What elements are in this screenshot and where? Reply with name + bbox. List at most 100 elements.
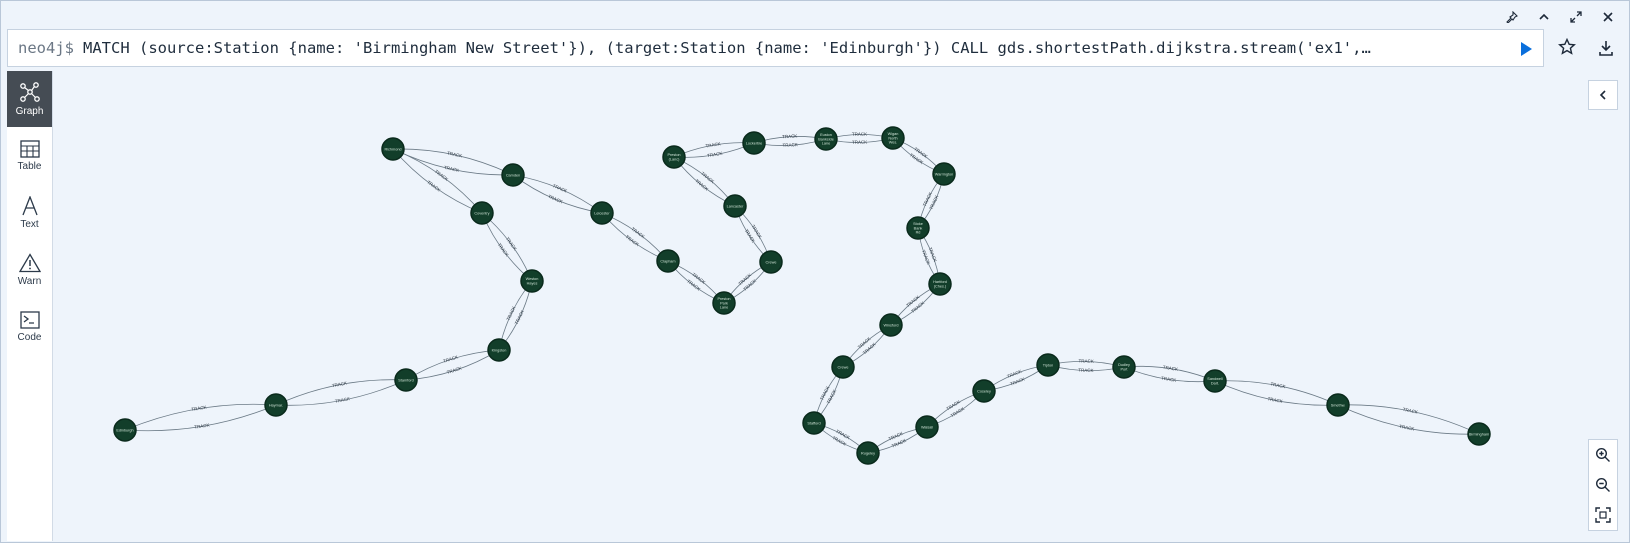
play-icon <box>1521 42 1532 56</box>
download-button[interactable] <box>1596 38 1618 60</box>
station-node[interactable]: Stamford <box>394 368 418 392</box>
station-node[interactable]: Lancaster <box>723 194 747 218</box>
relationship-track[interactable] <box>1337 404 1480 435</box>
collapse-up-icon[interactable] <box>1528 8 1560 26</box>
station-node[interactable]: Warrington <box>932 162 956 186</box>
relationship-label: TRACK <box>782 142 798 148</box>
station-node[interactable]: Crewe <box>831 355 855 379</box>
station-node-label: Lockerbie <box>746 141 762 145</box>
relationship-track[interactable] <box>601 212 669 262</box>
relationship-track[interactable] <box>124 403 277 431</box>
relationship-label: TRACK <box>497 242 510 257</box>
station-node[interactable]: Crewe <box>759 250 783 274</box>
relationship-track[interactable] <box>405 349 500 381</box>
view-sidebar: Graph Table Text Warn Code <box>7 71 53 541</box>
fullscreen-icon[interactable] <box>1560 8 1592 26</box>
station-node[interactable]: Rugeley <box>856 441 880 465</box>
graph-canvas[interactable]: TRACK TRACK TRACK TRACK TRACK TRACK TRACK TRACK… <box>53 71 1573 541</box>
relationship-track[interactable] <box>601 212 669 262</box>
close-icon[interactable] <box>1592 8 1624 26</box>
relationship-track[interactable] <box>405 349 500 381</box>
star-icon <box>1558 37 1576 55</box>
relationship-label: TRACK <box>819 385 830 401</box>
relationship-track[interactable] <box>1337 404 1480 435</box>
relationship-label: TRACK <box>831 435 847 447</box>
station-node[interactable]: Richmond <box>381 137 405 161</box>
table-icon <box>19 140 40 158</box>
query-text[interactable]: MATCH (source:Station {name: 'Birmingham… <box>83 39 1371 57</box>
tab-text[interactable]: Text <box>7 185 52 241</box>
station-node[interactable]: Birmingham <box>1467 422 1491 446</box>
station-node-label: Preston(Lanc) <box>667 153 680 161</box>
relationship-label: TRACK <box>334 396 350 404</box>
warning-icon <box>18 253 41 273</box>
relationship-label: TRACK <box>443 354 459 363</box>
relationship-label: TRACK <box>705 141 721 149</box>
tab-table[interactable]: Table <box>7 128 52 184</box>
relationship-track[interactable] <box>1214 380 1339 406</box>
relationship-label: TRACK <box>547 194 563 205</box>
relationship-track[interactable] <box>512 174 603 214</box>
station-node[interactable]: Coseley <box>972 379 996 403</box>
tab-warn[interactable]: Warn <box>7 242 52 298</box>
station-node[interactable]: Leicester <box>590 201 614 225</box>
relationship-track[interactable] <box>392 148 514 176</box>
relationship-track[interactable] <box>275 379 407 406</box>
station-node[interactable]: Hartford(Ches.) <box>928 272 952 296</box>
pin-icon[interactable] <box>1496 8 1528 26</box>
station-node[interactable]: Smethw. <box>1326 393 1350 417</box>
relationship-label: TRACK <box>625 234 640 247</box>
station-node-label: Coventry <box>474 211 489 215</box>
station-node[interactable]: Clapham <box>656 249 680 273</box>
relationship-track[interactable] <box>124 404 277 432</box>
station-node-label: Clapham <box>660 259 675 263</box>
graph-icon <box>19 82 40 102</box>
tab-code[interactable]: Code <box>7 299 52 355</box>
relationship-label: TRACK <box>191 405 207 412</box>
relationship-track[interactable] <box>481 212 533 282</box>
station-node[interactable]: Tipton <box>1036 353 1060 377</box>
station-node[interactable]: Winsford <box>879 313 903 337</box>
relationship-label: TRACK <box>891 438 907 449</box>
relationship-track[interactable] <box>275 379 407 406</box>
relationship-track[interactable] <box>392 148 514 176</box>
query-editor[interactable]: neo4j$ MATCH (source:Station {name: 'Bir… <box>7 29 1544 67</box>
station-node[interactable]: Coventry <box>470 201 494 225</box>
station-node[interactable]: Walsall <box>915 415 939 439</box>
relationship-track[interactable] <box>392 148 483 214</box>
zoom-in-icon <box>1595 447 1610 462</box>
relationship-label: TRACK <box>782 133 798 139</box>
station-node[interactable]: Haymar. <box>264 393 288 417</box>
tab-graph[interactable]: Graph <box>7 71 52 127</box>
run-button[interactable] <box>1515 38 1537 60</box>
station-node[interactable]: Preston(Lanc) <box>662 145 686 169</box>
relationship-track[interactable] <box>1214 380 1339 406</box>
zoom-out-button[interactable] <box>1589 470 1617 500</box>
station-node[interactable]: Kingston <box>487 338 511 362</box>
zoom-controls <box>1588 439 1618 531</box>
station-node[interactable]: Stafford <box>802 411 826 435</box>
station-node[interactable]: Edinburgh <box>113 418 137 442</box>
station-node[interactable]: Camden <box>501 163 525 187</box>
relationship-track[interactable] <box>481 212 533 282</box>
zoom-out-icon <box>1595 477 1610 492</box>
zoom-in-button[interactable] <box>1589 440 1617 470</box>
station-node-label: Coseley <box>977 389 991 393</box>
relationship-label: TRACK <box>921 249 931 265</box>
station-node[interactable]: Lockerbie <box>742 131 766 155</box>
fit-view-button[interactable] <box>1589 500 1617 530</box>
relationship-label: TRACK <box>331 380 347 388</box>
relationship-track[interactable] <box>512 174 603 214</box>
favorite-button[interactable] <box>1556 37 1578 60</box>
collapse-panel-button[interactable] <box>1588 80 1618 110</box>
station-node-label: Leicester <box>594 211 610 215</box>
